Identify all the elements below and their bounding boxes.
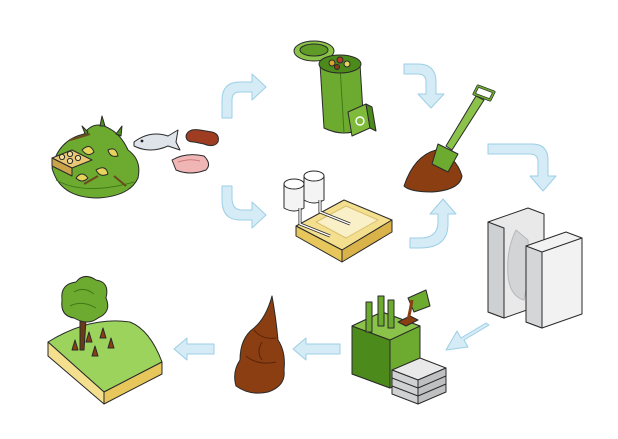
garden-gnome-icon bbox=[234, 295, 285, 394]
shovel-compost-icon bbox=[403, 84, 496, 193]
arrow-waste-to-bin bbox=[221, 73, 267, 119]
arrow-waste-to-digester bbox=[221, 185, 267, 229]
compost-bin-icon bbox=[293, 40, 377, 137]
flow-arrows bbox=[173, 63, 557, 361]
arrow-press-to-gnome bbox=[292, 337, 341, 361]
moulding-machine-icon bbox=[351, 289, 447, 405]
gnome-mould-icon bbox=[487, 207, 583, 329]
arrow-mould-to-press bbox=[445, 322, 490, 351]
arrow-compost-to-mould bbox=[487, 143, 557, 192]
arrow-gnome-to-field bbox=[173, 337, 215, 361]
food-waste-pile-icon bbox=[51, 115, 219, 199]
tree-field-icon bbox=[47, 276, 163, 405]
arrow-digester-to-compost bbox=[409, 198, 457, 249]
digester-tank-icon bbox=[283, 170, 393, 263]
arrow-bin-to-compost bbox=[403, 63, 445, 109]
